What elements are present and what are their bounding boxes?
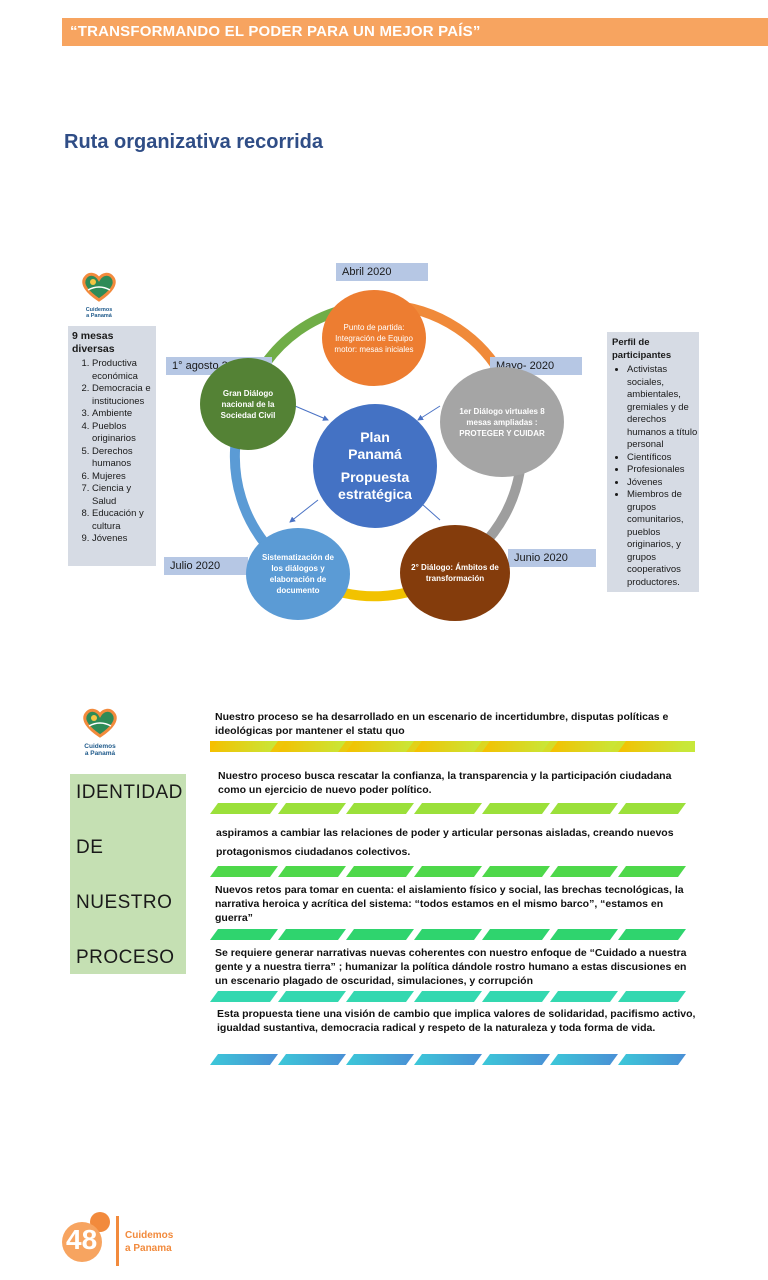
list-item: Educación y cultura [92, 508, 156, 533]
statement-6: Esta propuesta tiene una visión de cambi… [217, 1008, 696, 1034]
step-dialogo1-text: 1er Diálogo virtuales 8 mesas ampliadas … [459, 406, 545, 438]
mesas-panel: 9 mesas diversas Productiva económica De… [68, 326, 156, 566]
identity-word: IDENTIDAD [76, 782, 183, 803]
mesas-panel-title: 9 mesas diversas [72, 330, 115, 355]
list-item: Profesionales [627, 464, 699, 477]
date-abril: Abril 2020 [336, 263, 428, 281]
participants-panel: Perfil de participantes Activistas socia… [607, 332, 699, 592]
participants-panel-title: Perfil de participantes [612, 337, 672, 361]
statement-1: Nuestro proceso se ha desarrollado en un… [215, 711, 669, 737]
statement-3: aspiramos a cambiar las relaciones de po… [216, 827, 674, 858]
step-gran-text: Gran Diálogo nacional de la Sociedad Civ… [220, 388, 276, 420]
logo-text-line1: Cuidemos [84, 743, 116, 750]
step-punto-de-partida: Punto de partida: Integración de Equipo … [322, 290, 426, 386]
list-item: Democracia e instituciones [92, 383, 156, 408]
header-banner [62, 18, 768, 46]
heart-logo-icon [83, 708, 117, 738]
list-item: Derechos humanos [92, 446, 156, 471]
identity-word: DE [76, 837, 104, 858]
logo-text-line2: a Panamá [86, 313, 112, 319]
heart-logo-icon [82, 272, 116, 302]
identity-word: NUESTRO [76, 892, 173, 913]
stripe-divider-5 [210, 991, 686, 1002]
step-gran-dialogo: Gran Diálogo nacional de la Sociedad Civ… [200, 358, 296, 450]
identity-word: PROCESO [76, 947, 175, 968]
list-item: Ciencia y Salud [92, 483, 156, 508]
list-item: Ambiente [92, 408, 156, 421]
statement-2: Nuestro proceso busca rescatar la confia… [218, 770, 672, 796]
stripe-divider-3 [210, 866, 686, 877]
section-title: Ruta organizativa recorrida [64, 131, 323, 153]
stripe-divider-1 [210, 741, 695, 752]
center-title: Plan Panamá [348, 429, 402, 462]
identity-box: IDENTIDAD DE NUESTRO PROCESO [70, 774, 186, 974]
arrow-icon [289, 499, 319, 523]
list-item: Científicos [627, 452, 699, 465]
footer-brand-line2: a Panama [125, 1243, 172, 1254]
list-item: Jóvenes [627, 477, 699, 490]
logo-text-line1: Cuidemos [85, 307, 113, 313]
logo-text-line2: a Panamá [84, 750, 116, 757]
logo: Cuidemos a Panamá [80, 706, 120, 757]
logo: Cuidemos a Panamá [79, 270, 119, 319]
statement-4: Nuevos retos para tomar en cuenta: el ai… [215, 884, 684, 924]
step-dialogo-2: 2° Diálogo: Ámbitos de transformación [400, 525, 510, 621]
page-number: 48 [66, 1224, 98, 1255]
date-junio: Junio 2020 [508, 549, 596, 567]
header-banner-text: “TRANSFORMANDO EL PODER PARA UN MEJOR PA… [70, 23, 481, 40]
statement-5: Se requiere generar narrativas nuevas co… [215, 947, 687, 987]
stripe-divider-2 [210, 803, 686, 814]
list-item: Pueblos originarios [92, 421, 156, 446]
mesas-list: Productiva económica Democracia e instit… [68, 358, 156, 546]
stripe-divider-6 [210, 1054, 686, 1065]
list-item: Jóvenes [92, 533, 156, 546]
step-sistematizacion-text: Sistematización de los diálogos y elabor… [261, 553, 335, 595]
list-item: Mujeres [92, 471, 156, 484]
center-subtitle: Propuesta estratégica [338, 469, 412, 502]
step-dialogo2-text: 2° Diálogo: Ámbitos de transformación [411, 563, 499, 583]
step-punto-text: Punto de partida: Integración de Equipo … [334, 322, 414, 354]
list-item: Miembros de grupos comunitarios, pueblos… [627, 489, 699, 589]
list-item: Productiva económica [92, 358, 156, 383]
date-julio: Julio 2020 [164, 557, 248, 575]
participants-list: Activistas sociales, ambientales, gremia… [607, 364, 699, 589]
list-item: Activistas sociales, ambientales, gremia… [627, 364, 699, 452]
footer-brand: Cuidemos a Panama [125, 1229, 173, 1255]
footer-brand-line1: Cuidemos [125, 1230, 174, 1241]
step-sistematizacion: Sistematización de los diálogos y elabor… [246, 528, 350, 620]
center-plan-panama: Plan Panamá Propuesta estratégica [313, 404, 437, 528]
arrow-icon [294, 405, 329, 421]
arrow-icon [417, 405, 441, 421]
page-number-badge [62, 1212, 119, 1266]
step-dialogo-1: 1er Diálogo virtuales 8 mesas ampliadas … [440, 367, 564, 477]
stripe-divider-4 [210, 929, 686, 940]
